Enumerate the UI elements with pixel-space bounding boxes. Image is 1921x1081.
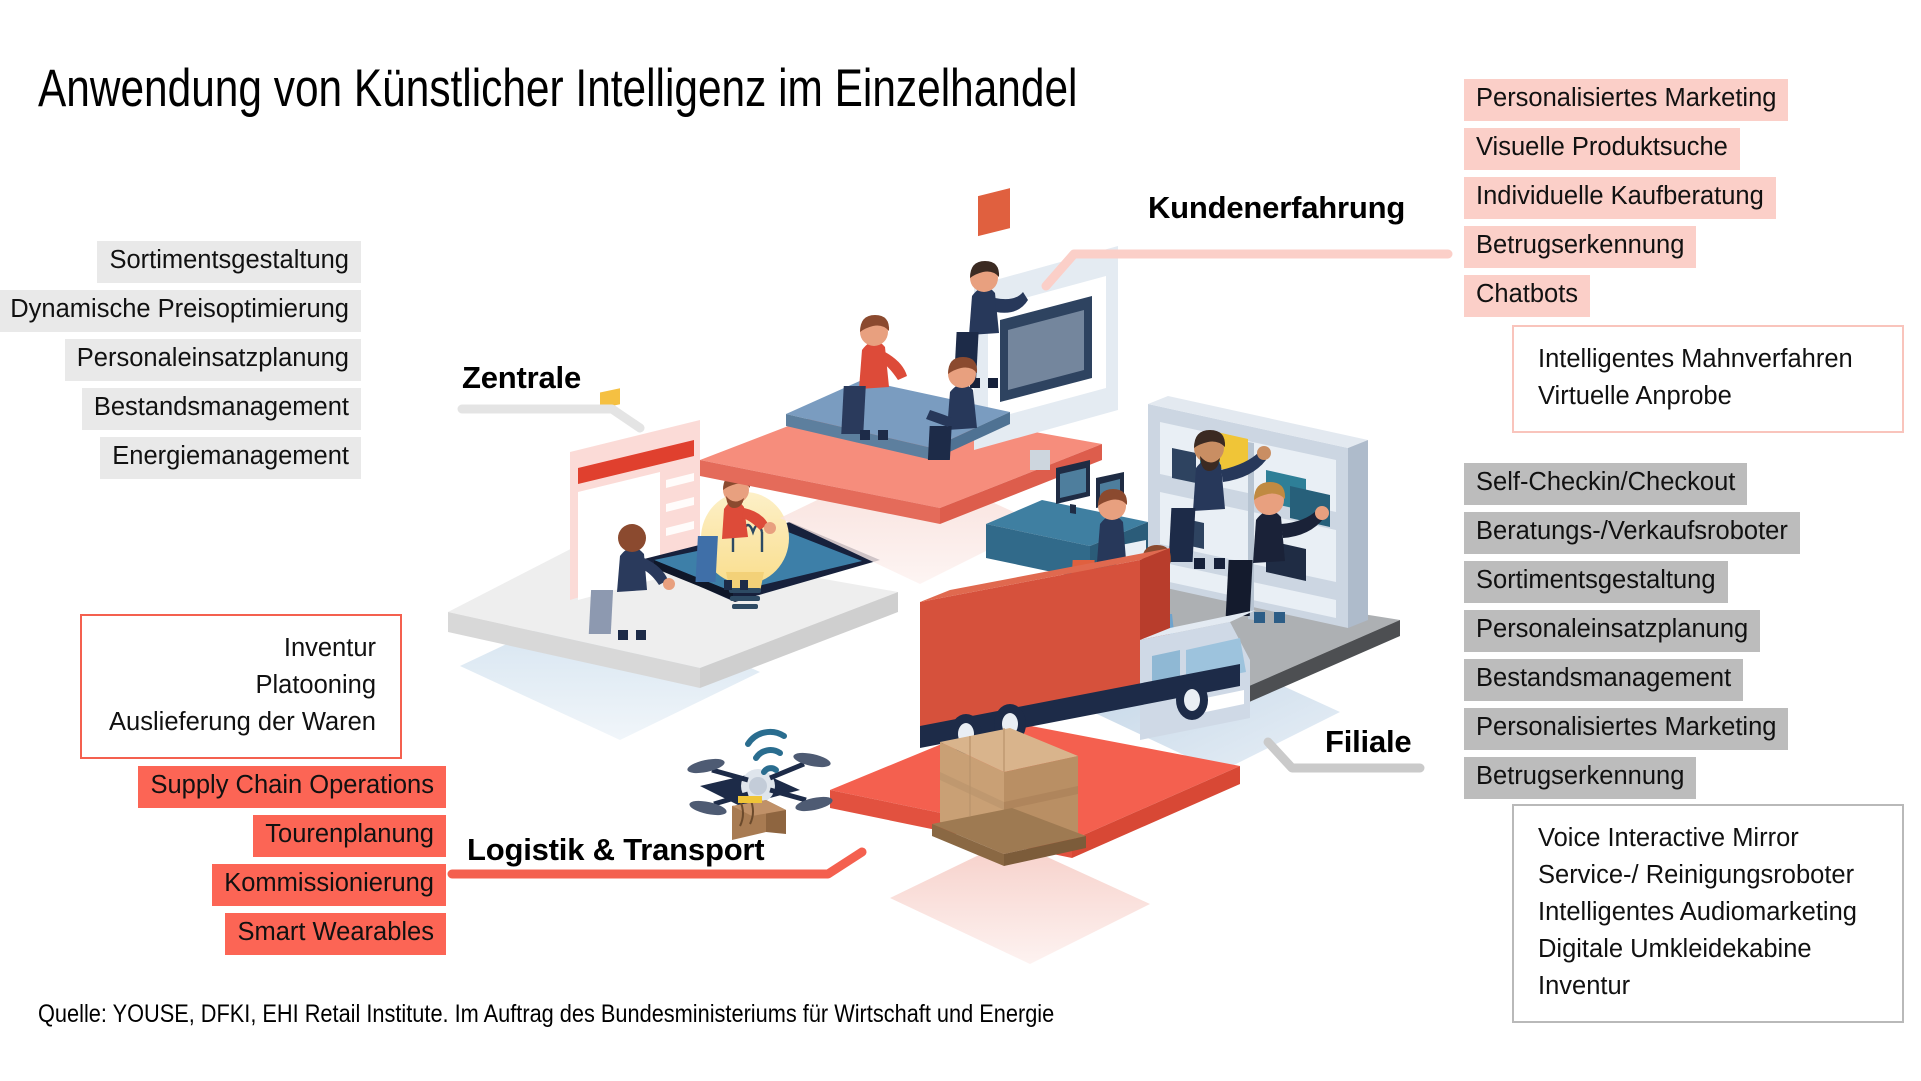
chip-logistik-3[interactable]: Smart Wearables bbox=[225, 913, 446, 955]
scene-kundenerfahrung bbox=[700, 188, 1118, 584]
chip-kundenerfahrung-0[interactable]: Personalisiertes Marketing bbox=[1464, 79, 1789, 121]
pallet bbox=[932, 728, 1086, 866]
cluster-title-kundenerfahrung: Kundenerfahrung bbox=[1148, 190, 1406, 225]
chip-filiale-4[interactable]: Bestandsmanagement bbox=[1464, 659, 1744, 701]
chip-filiale-1[interactable]: Beratungs-/Verkaufsroboter bbox=[1464, 512, 1800, 554]
chip-kundenerfahrung-2[interactable]: Individuelle Kaufberatung bbox=[1464, 177, 1776, 219]
box-filiale-item-2: Intelligentes Audiomarketing bbox=[1538, 898, 1857, 926]
scene-zentrale bbox=[448, 388, 898, 740]
cluster-title-zentrale: Zentrale bbox=[462, 360, 581, 395]
person-meeting-a bbox=[841, 315, 907, 440]
box-logistik-item-0: Inventur bbox=[283, 634, 376, 662]
box-filiale: Voice Interactive Mirror Service-/ Reini… bbox=[1512, 804, 1904, 1023]
chip-zentrale-4[interactable]: Energiemanagement bbox=[100, 437, 361, 479]
box-filiale-item-3: Digitale Umkleidekabine bbox=[1538, 935, 1812, 963]
chip-filiale-5[interactable]: Personalisiertes Marketing bbox=[1464, 708, 1789, 750]
chip-logistik-1[interactable]: Tourenplanung bbox=[253, 815, 446, 857]
box-kundenerfahrung-item-0: Intelligentes Mahnverfahren bbox=[1538, 345, 1853, 373]
person-meeting-c bbox=[926, 188, 1010, 460]
person-filiale-a bbox=[1168, 430, 1271, 569]
box-kundenerfahrung-item-1: Virtuelle Anprobe bbox=[1538, 382, 1732, 410]
box-logistik: Inventur Platooning Auslieferung der War… bbox=[80, 614, 402, 759]
cluster-title-logistik: Logistik & Transport bbox=[467, 832, 765, 867]
box-filiale-item-0: Voice Interactive Mirror bbox=[1538, 824, 1799, 852]
box-logistik-item-1: Platooning bbox=[255, 671, 376, 699]
chip-kundenerfahrung-4[interactable]: Chatbots bbox=[1464, 275, 1591, 317]
chip-kundenerfahrung-3[interactable]: Betrugserkennung bbox=[1464, 226, 1697, 268]
chip-filiale-3[interactable]: Personaleinsatzplanung bbox=[1464, 610, 1761, 652]
page-title: Anwendung von Künstlicher Intelligenz im… bbox=[38, 59, 1078, 118]
chip-kundenerfahrung-1[interactable]: Visuelle Produktsuche bbox=[1464, 128, 1740, 170]
chip-logistik-2[interactable]: Kommissionierung bbox=[212, 864, 446, 906]
chip-filiale-6[interactable]: Betrugserkennung bbox=[1464, 757, 1697, 799]
chip-zentrale-2[interactable]: Personaleinsatzplanung bbox=[64, 339, 361, 381]
chip-zentrale-3[interactable]: Bestandsmanagement bbox=[81, 388, 361, 430]
chip-logistik-0[interactable]: Supply Chain Operations bbox=[138, 766, 446, 808]
box-logistik-item-2: Auslieferung der Waren bbox=[109, 708, 376, 736]
person-zentrale-b bbox=[588, 524, 675, 640]
chip-filiale-0[interactable]: Self-Checkin/Checkout bbox=[1464, 463, 1748, 505]
chip-zentrale-0[interactable]: Sortimentsgestaltung bbox=[97, 241, 361, 283]
source-footer: Quelle: YOUSE, DFKI, EHI Retail Institut… bbox=[38, 1000, 1055, 1028]
chip-zentrale-1[interactable]: Dynamische Preisoptimierung bbox=[0, 290, 361, 332]
chip-filiale-2[interactable]: Sortimentsgestaltung bbox=[1464, 561, 1728, 603]
box-filiale-item-1: Service-/ Reinigungsroboter bbox=[1538, 861, 1855, 889]
scene-logistik bbox=[687, 548, 1256, 964]
cluster-title-filiale: Filiale bbox=[1325, 724, 1412, 759]
person-zentrale-a bbox=[695, 474, 776, 590]
person-filiale-b bbox=[1225, 482, 1329, 623]
box-filiale-item-4: Inventur bbox=[1538, 972, 1631, 1000]
box-kundenerfahrung: Intelligentes Mahnverfahren Virtuelle An… bbox=[1512, 325, 1904, 433]
drone bbox=[687, 728, 833, 840]
